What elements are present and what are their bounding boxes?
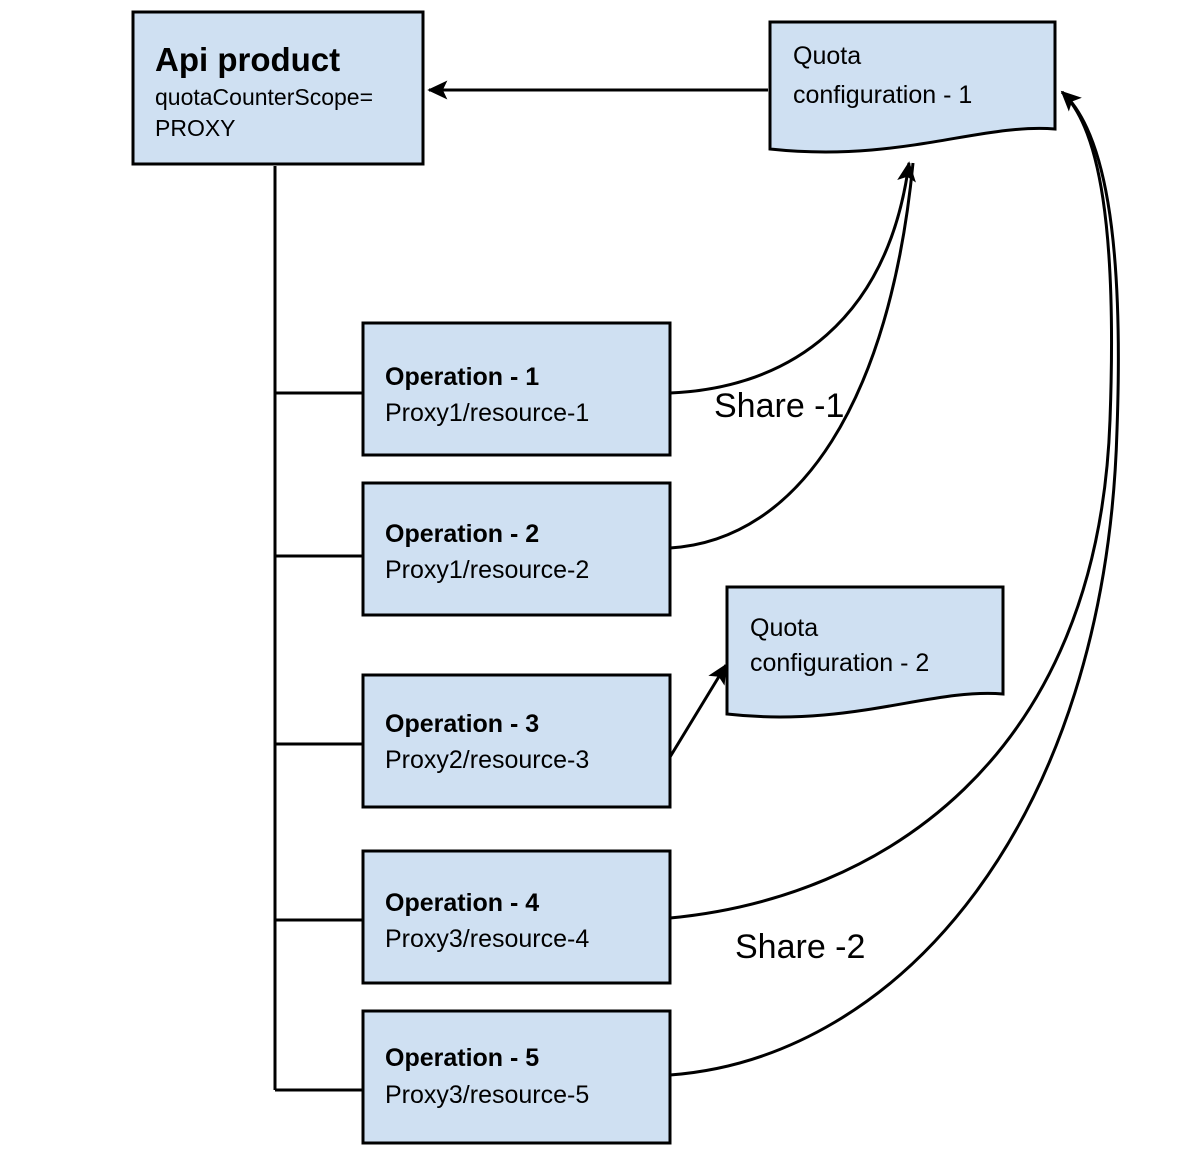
operation-3-title: Operation - 3: [385, 710, 539, 738]
edge-operation-3-to-quota2: [668, 663, 728, 758]
quota-configuration-2-line-1: Quota: [750, 614, 818, 642]
api-product-box: [131, 10, 425, 166]
edge-operation-5-to-quota1: [669, 90, 1120, 1077]
operation-4-title: Operation - 4: [385, 889, 539, 917]
node-operation-4[interactable]: Operation - 4 Proxy3/resource-4: [361, 849, 672, 985]
api-product-attribute-line-1: quotaCounterScope=: [155, 84, 373, 110]
edge-label-share-2: Share -2: [735, 928, 865, 966]
product-operations-tree: [273, 166, 363, 1092]
quota-configuration-2-line-2: configuration - 2: [750, 649, 929, 677]
operation-2-title: Operation - 2: [385, 520, 539, 548]
edge-operation-2-to-quota1: [669, 162, 915, 550]
operation-3-box: [361, 673, 672, 809]
quota-configuration-1-box: [768, 20, 1057, 154]
node-quota-configuration-1[interactable]: Quota configuration - 1: [768, 20, 1057, 154]
operation-1-box: [361, 321, 672, 457]
operation-5-box: [361, 1009, 672, 1145]
node-operation-2[interactable]: Operation - 2 Proxy1/resource-2: [361, 481, 672, 617]
api-product-title: Api product: [155, 41, 340, 78]
quota-configuration-2-box: [725, 585, 1005, 719]
operation-1-resource: Proxy1/resource-1: [385, 399, 589, 427]
operation-5-resource: Proxy3/resource-5: [385, 1081, 589, 1109]
operation-2-resource: Proxy1/resource-2: [385, 556, 589, 584]
operation-3-resource: Proxy2/resource-3: [385, 746, 589, 774]
api-product-attribute-line-2: PROXY: [155, 115, 236, 141]
node-api-product[interactable]: Api product quotaCounterScope= PROXY: [131, 10, 425, 166]
node-quota-configuration-2[interactable]: Quota configuration - 2: [725, 585, 1005, 719]
operation-5-title: Operation - 5: [385, 1044, 539, 1072]
operation-1-title: Operation - 1: [385, 363, 539, 391]
node-operation-3[interactable]: Operation - 3 Proxy2/resource-3: [361, 673, 672, 809]
node-operation-5[interactable]: Operation - 5 Proxy3/resource-5: [361, 1009, 672, 1145]
operation-2-box: [361, 481, 672, 617]
operation-4-resource: Proxy3/resource-4: [385, 925, 589, 953]
quota-configuration-1-line-2: configuration - 1: [793, 81, 972, 109]
edge-operation-4-to-quota1: [669, 90, 1114, 920]
edge-label-share-1: Share -1: [714, 387, 844, 425]
node-operation-1[interactable]: Operation - 1 Proxy1/resource-1: [361, 321, 672, 457]
edge-operation-1-to-quota1: [669, 161, 916, 395]
operation-4-box: [361, 849, 672, 985]
quota-configuration-1-line-1: Quota: [793, 42, 861, 70]
